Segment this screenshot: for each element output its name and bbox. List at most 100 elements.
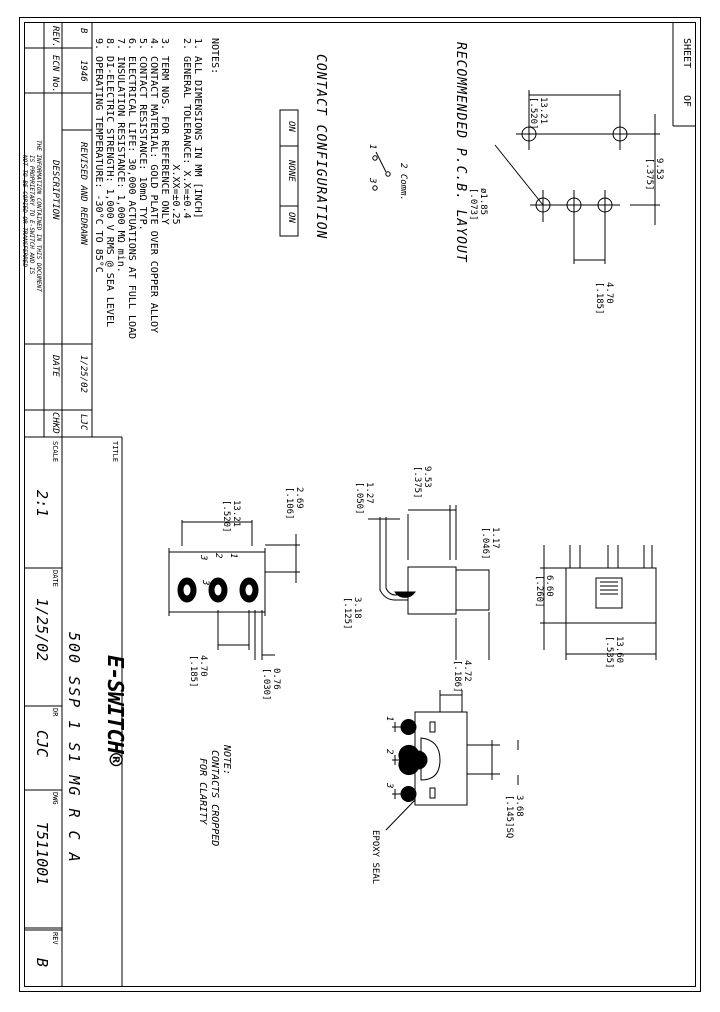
dr-label: DR — [51, 708, 59, 717]
contact-table-cell-1: ON — [286, 121, 296, 132]
inner-border — [24, 22, 696, 987]
bottom-view-pin-2: 2 — [384, 749, 394, 755]
front-dim-a-mm: 6.60 — [544, 575, 554, 597]
notes-block: NOTES: 1. ALL DIMENSIONS IN MM [INCH] 2.… — [93, 38, 220, 339]
side-dim-b-mm: 1.27 — [364, 482, 374, 504]
side-dim-b-in: [.050] — [354, 482, 364, 515]
epoxy-seal-label: EPOXY SEAL — [370, 830, 380, 885]
pcb-pitch-in: [.520] — [528, 97, 538, 130]
contact-label-common: 2 Comm. — [398, 163, 408, 201]
sheet-of-label: OF — [681, 95, 692, 108]
note-line: 1. ALL DIMENSIONS IN MM [INCH] — [192, 38, 203, 219]
rev-table-rev-label: REV. — [50, 26, 60, 48]
note-line: 7. INSULATION RESISTANCE: 1,000 MΩ min. — [115, 38, 126, 273]
dr-value: CJC — [33, 730, 51, 758]
top-dim-b-in: [.520] — [221, 500, 231, 533]
pcb-space-in: [.185] — [594, 282, 604, 315]
note-line: 4. CONTACT MATERIAL: GOLD PLATE OVER COP… — [148, 38, 159, 334]
side-dim-c-in: [.046] — [480, 527, 490, 560]
rev-table-desc-value: REVISED AND REDRAWN — [78, 142, 88, 245]
bottom-view-pin-1: 1 — [384, 716, 394, 722]
date-label: DATE — [51, 570, 59, 587]
pcb-row-mm: 9.53 — [654, 158, 664, 180]
pcb-hole-in: [.073] — [468, 188, 478, 221]
dwg-label: DWG — [51, 792, 59, 805]
contact-table-cell-2: NONE — [286, 160, 296, 182]
top-dim-d-mm: 0.76 — [271, 668, 281, 690]
contact-schematic — [372, 151, 391, 191]
drawing-title: 500 SSP 1 S1 MG R C A — [65, 632, 83, 864]
bottom-note-line-1: CONTACTS CROPPED — [209, 750, 220, 847]
pcb-hole-mm: ø1.85 — [478, 188, 488, 216]
front-dim-a-in: [.260] — [534, 575, 544, 608]
scale-value: 2:1 — [33, 490, 51, 518]
front-dim-b-mm: 13.60 — [614, 636, 624, 664]
top-view — [168, 520, 300, 660]
top-dim-a-in: [.106] — [284, 487, 294, 520]
bottom-dim-b-mm: 3.68 — [514, 795, 524, 817]
pcb-layout — [494, 90, 660, 264]
note-line: 8. DI-ELECTRIC STRENGTH: 1,000 V RMS @ S… — [104, 38, 115, 327]
pcb-space-mm: 4.70 — [604, 282, 614, 304]
contact-config-title: CONTACT CONFIGURATION — [313, 54, 328, 240]
bottom-dim-a-mm: 4.72 — [462, 660, 472, 682]
side-dim-c-mm: 1.17 — [490, 527, 500, 549]
side-view — [368, 505, 490, 660]
rev-table-ecn-value: 1946 — [78, 60, 88, 82]
front-view — [540, 545, 657, 660]
top-dim-c-mm: 4.70 — [198, 655, 208, 677]
note-line: 9. OPERATING TEMPERATURE: -30°C TO 85°C — [93, 38, 104, 273]
top-dim-b-mm: 13.21 — [231, 500, 241, 528]
rev-table-chkd-value: LJC — [78, 414, 88, 431]
sheet-label: SHEET — [681, 38, 692, 69]
note-line: 5. CONTACT RESISTANCE: 10mΩ TYP. — [137, 38, 148, 231]
eswitch-logo: E-SWITCH® — [102, 655, 127, 766]
bottom-dim-a-in: [.186] — [452, 660, 462, 693]
proprietary-line-3: NOT TO BE COPIED OR TRANSFERRED — [21, 155, 28, 267]
outer-border — [19, 17, 701, 992]
top-view-pin-2: 2 — [213, 553, 223, 559]
rev-table-rev-value: B — [78, 28, 88, 34]
bottom-view-pin-3: 3 — [384, 783, 394, 789]
title-label: TITLE — [111, 441, 119, 463]
date-value: 1/25/02 — [33, 598, 51, 662]
top-dim-d-in: [.030] — [261, 668, 271, 701]
top-view-pin-3: 3 — [200, 580, 210, 586]
front-dim-b-in: [.535] — [604, 636, 614, 669]
contact-label-3: 3 — [367, 178, 377, 184]
rev-label: REV — [51, 932, 59, 945]
pcb-row-in: [.375] — [644, 158, 654, 191]
side-dim-d-in: [.125] — [342, 597, 352, 630]
contact-label-1: 1 — [367, 144, 377, 150]
bottom-dim-b-in: [.145]SQ — [504, 795, 514, 839]
top-view-pin-3-label: 3 — [198, 555, 208, 561]
rev-table-desc-label: DESCRIPTION — [50, 160, 60, 220]
contact-table-cell-3: ON — [286, 212, 296, 223]
proprietary-line-2: IS PROPRIETARY TO E-SWITCH AND IS — [28, 155, 35, 275]
side-dim-a-mm: 9.53 — [422, 466, 432, 488]
rev-table-ecn-label: ECN No. — [50, 55, 60, 93]
rev-value: B — [33, 958, 51, 968]
note-line: 6. ELECTRICAL LIFE: 30,000 ACTUATIONS AT… — [126, 38, 137, 340]
proprietary-line-1: THE INFORMATION CONTAINED IN THIS DOCUME… — [35, 140, 42, 292]
rev-table-chkd-label: CHKD — [50, 412, 60, 434]
contact-table — [279, 109, 299, 237]
bottom-view — [385, 690, 519, 831]
pcb-pitch-mm: 13.21 — [538, 97, 548, 125]
bottom-note-heading: NOTE: — [221, 745, 232, 776]
bottom-note-line-2: FOR CLARITY — [197, 758, 208, 825]
dwg-value: T511001 — [33, 822, 51, 886]
rev-table-date-label: DATE — [50, 355, 60, 377]
rev-table-date-value: 1/25/02 — [78, 355, 88, 393]
notes-heading: NOTES: — [209, 38, 220, 75]
top-view-pin-1: 1 — [228, 553, 238, 559]
top-dim-c-in: [.185] — [188, 655, 198, 688]
note-line: X.XX=±0.25 — [170, 38, 181, 225]
pcb-layout-title: RECOMMENDED P.C.B. LAYOUT — [453, 42, 468, 263]
side-dim-a-in: [.375] — [412, 466, 422, 499]
title-block — [24, 436, 123, 986]
note-line: 2. GENERAL TOLERANCE: X.X=±0.4 — [181, 38, 192, 219]
note-line: 3. TERM NOS. FOR REFERENCE ONLY — [159, 38, 170, 225]
